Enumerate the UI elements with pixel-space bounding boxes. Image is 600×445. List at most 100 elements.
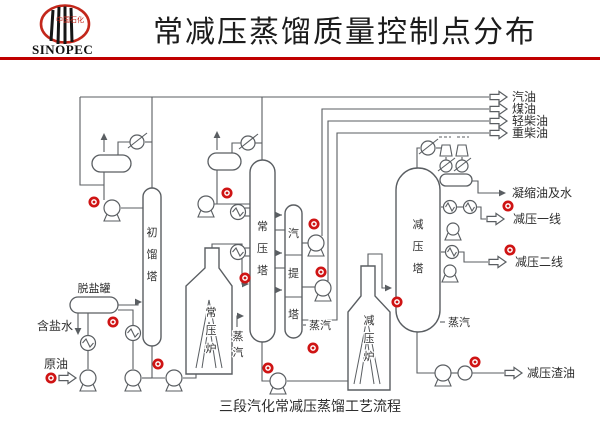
- control-point-dot: [225, 191, 229, 195]
- atmospheric-furnace-label: 炉: [206, 342, 217, 355]
- pump-icon: [269, 372, 287, 390]
- condenser-slash: [418, 138, 439, 155]
- crude-oil-label: 原油: [44, 357, 68, 371]
- product-arrow-icon: [489, 126, 509, 140]
- heat-exchanger-coil: [127, 328, 139, 338]
- side-product-label: 减压渣油: [527, 366, 575, 380]
- flame-icon: [195, 299, 223, 369]
- pump-base: [165, 383, 183, 392]
- process-flow-diagram: 初馏塔常压塔汽提塔减压塔常压炉减压炉脱盐罐原油含盐水蒸汽蒸汽蒸汽汽油煤油轻柴油重…: [36, 88, 577, 417]
- pump-base: [269, 386, 287, 395]
- stripping-tower-label: 塔: [288, 308, 299, 321]
- arrowhead-down: [74, 328, 82, 335]
- logo-brand-text: SINOPEC: [32, 42, 93, 57]
- arrowhead: [275, 211, 282, 219]
- pipe: [302, 132, 489, 321]
- vacuum-tower: [395, 167, 441, 333]
- initial-distillation-tower-label: 馏: [147, 247, 158, 261]
- product-arrow-icon: [488, 255, 508, 269]
- pump-icon: [446, 222, 460, 236]
- flame-icon: [201, 321, 217, 369]
- ejector-icon: [455, 144, 469, 157]
- vacuum-overhead-drum: [439, 173, 473, 187]
- arrowhead-up: [213, 131, 221, 138]
- pump-icon: [79, 369, 97, 387]
- pump-base: [444, 232, 462, 241]
- rundown-vessel-icon: [457, 365, 473, 381]
- atmospheric-tower: [249, 159, 276, 343]
- atmospheric-tower-label: 常: [257, 220, 268, 233]
- reflux-drum: [91, 154, 132, 173]
- arrowhead: [385, 284, 392, 292]
- steam-label: 蒸: [233, 330, 244, 343]
- steam-label: 汽: [233, 345, 244, 359]
- pump-icon: [314, 279, 332, 297]
- vacuum-furnace-label: 炉: [364, 350, 375, 363]
- pump-icon: [434, 364, 452, 382]
- pipe: [231, 142, 241, 153]
- pipe: [118, 309, 134, 325]
- pipe: [79, 97, 104, 186]
- logo-cn-text: 中国石化: [56, 15, 84, 24]
- heat-exchanger-coil: [232, 207, 244, 217]
- top-product-label: 重柴油: [512, 126, 548, 140]
- vacuum-tower-label: 压: [413, 240, 424, 253]
- pipe: [321, 108, 489, 236]
- heat-exchanger-coil: [232, 247, 244, 257]
- product-arrow-icon: [489, 102, 509, 116]
- control-point-dot: [508, 248, 512, 252]
- reflux-drum: [207, 152, 242, 171]
- heat-exchanger-coil: [82, 338, 94, 348]
- salty-water-label: 含盐水: [37, 318, 73, 333]
- sinopec-logo: 中国石化 SINOPEC: [32, 4, 93, 57]
- stripping-tower: [284, 204, 303, 339]
- pipe: [261, 342, 270, 382]
- pipe: [183, 374, 197, 379]
- pipe: [477, 206, 486, 220]
- condenser-slash: [238, 133, 259, 150]
- initial-distillation-tower-label: 初: [147, 225, 158, 239]
- control-point-dot: [312, 222, 316, 226]
- control-point-dot: [395, 300, 399, 304]
- pump-base: [434, 378, 452, 387]
- condenser-slash: [127, 132, 148, 149]
- pump-base: [441, 274, 459, 283]
- stripping-tower-label: 提: [288, 267, 299, 280]
- pump-icon: [165, 369, 183, 387]
- top-product-label: 煤油: [512, 102, 536, 116]
- pipe: [472, 180, 504, 194]
- pipe: [416, 147, 420, 168]
- pipe: [117, 141, 131, 155]
- pump-base: [197, 209, 215, 218]
- atmospheric-furnace: [185, 247, 233, 375]
- crude-oil-arrow-icon: [58, 371, 78, 385]
- pump-icon: [124, 369, 142, 387]
- heat-exchanger-coil: [465, 201, 475, 213]
- logo-bars: [49, 6, 74, 45]
- side-product-label: 减压二线: [515, 255, 563, 269]
- atmospheric-tower-label: 塔: [257, 264, 268, 277]
- control-point-dot: [49, 376, 53, 380]
- top-product-label: 轻柴油: [512, 114, 548, 128]
- side-product-label: 减压一线: [513, 212, 561, 226]
- steam-label: 蒸汽: [309, 318, 331, 332]
- vacuum-tower-label: 塔: [413, 262, 424, 275]
- pipe: [416, 332, 435, 374]
- atmospheric-furnace-label: 压: [206, 324, 217, 337]
- vacuum-tower-label: 减: [413, 218, 424, 231]
- atmospheric-tower-label: 压: [257, 242, 268, 255]
- flame-icon: [353, 317, 381, 385]
- vacuum-furnace-label: 压: [364, 332, 375, 345]
- pump-base: [79, 383, 97, 392]
- pump-icon: [307, 234, 325, 252]
- control-point-dot: [319, 270, 323, 274]
- diagram-caption: 三段汽化常减压蒸馏工艺流程: [219, 399, 401, 415]
- red-divider: [0, 57, 600, 60]
- pipe: [367, 253, 390, 289]
- pipe: [459, 251, 488, 263]
- pump-base: [103, 213, 121, 222]
- flame-icon: [359, 337, 375, 385]
- condenser-slash: [453, 157, 472, 172]
- arrowhead: [275, 286, 282, 294]
- control-point-dot: [506, 204, 510, 208]
